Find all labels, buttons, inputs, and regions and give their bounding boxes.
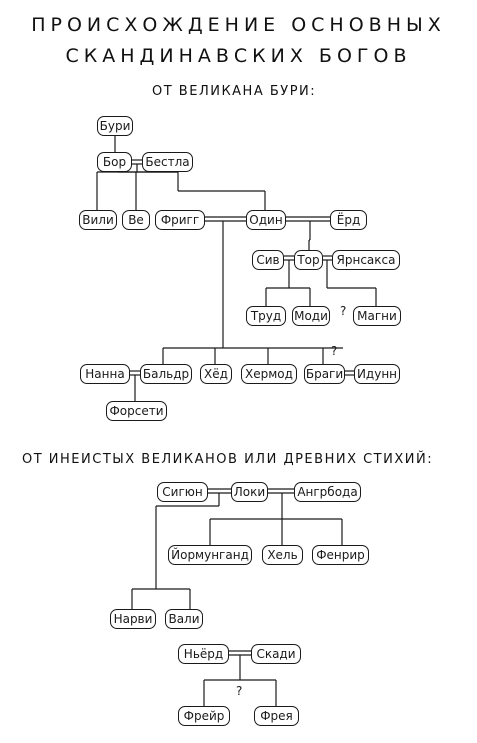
section-heading-frost-giants: ОТ ИНЕИСТЫХ ВЕЛИКАНОВ ИЛИ ДРЕВНИХ СТИХИЙ… xyxy=(22,452,434,467)
unknown-parentage-mark: ? xyxy=(331,344,338,358)
node-vili: Вили xyxy=(79,210,117,230)
node-skadi: Скади xyxy=(251,644,301,664)
node-freyr: Фрейр xyxy=(178,706,230,726)
node-sigyn: Сигюн xyxy=(157,482,208,502)
node-ve: Ве xyxy=(122,210,150,230)
node-frigg: Фригг xyxy=(155,210,205,230)
node-hermod: Хермод xyxy=(241,364,297,384)
node-bestla: Бестла xyxy=(142,152,193,172)
node-thor: Тор xyxy=(294,250,323,270)
node-jord: Ёрд xyxy=(330,210,367,230)
node-jormungand: Йормунганд xyxy=(168,545,252,565)
unknown-parentage-mark: ? xyxy=(340,304,347,318)
section-heading-buri: ОТ ВЕЛИКАНА БУРИ: xyxy=(152,84,317,99)
node-siv: Сив xyxy=(252,250,284,270)
node-jarnsaxa: Ярнсакса xyxy=(332,250,400,270)
node-njord: Ньёрд xyxy=(178,644,229,664)
node-freya: Фрея xyxy=(254,706,299,726)
node-hod: Хёд xyxy=(200,364,232,384)
node-angrboda: Ангрбода xyxy=(294,482,361,502)
node-bor: Бор xyxy=(97,152,132,172)
node-bragi: Браги xyxy=(304,364,345,384)
node-odin: Один xyxy=(246,210,286,230)
node-fenrir: Фенрир xyxy=(312,545,369,565)
node-modi: Моди xyxy=(292,306,330,326)
node-trud: Труд xyxy=(246,306,286,326)
page-title-line-1: ПРОИСХОЖДЕНИЕ ОСНОВНЫХ xyxy=(31,14,446,36)
node-baldr: Бальдр xyxy=(140,364,192,384)
node-narvi: Нарви xyxy=(110,609,156,629)
node-magni: Магни xyxy=(353,306,401,326)
node-idunn: Идунн xyxy=(354,364,400,384)
node-nanna: Нанна xyxy=(80,364,130,384)
node-forseti: Форсети xyxy=(106,401,167,421)
node-hel: Хель xyxy=(262,545,303,565)
node-loki: Локи xyxy=(231,482,268,502)
node-buri: Бури xyxy=(97,116,133,136)
page-title-line-2: СКАНДИНАВСКИХ БОГОВ xyxy=(65,45,412,67)
unknown-parentage-mark: ? xyxy=(236,684,243,698)
node-vali: Вали xyxy=(165,609,203,629)
